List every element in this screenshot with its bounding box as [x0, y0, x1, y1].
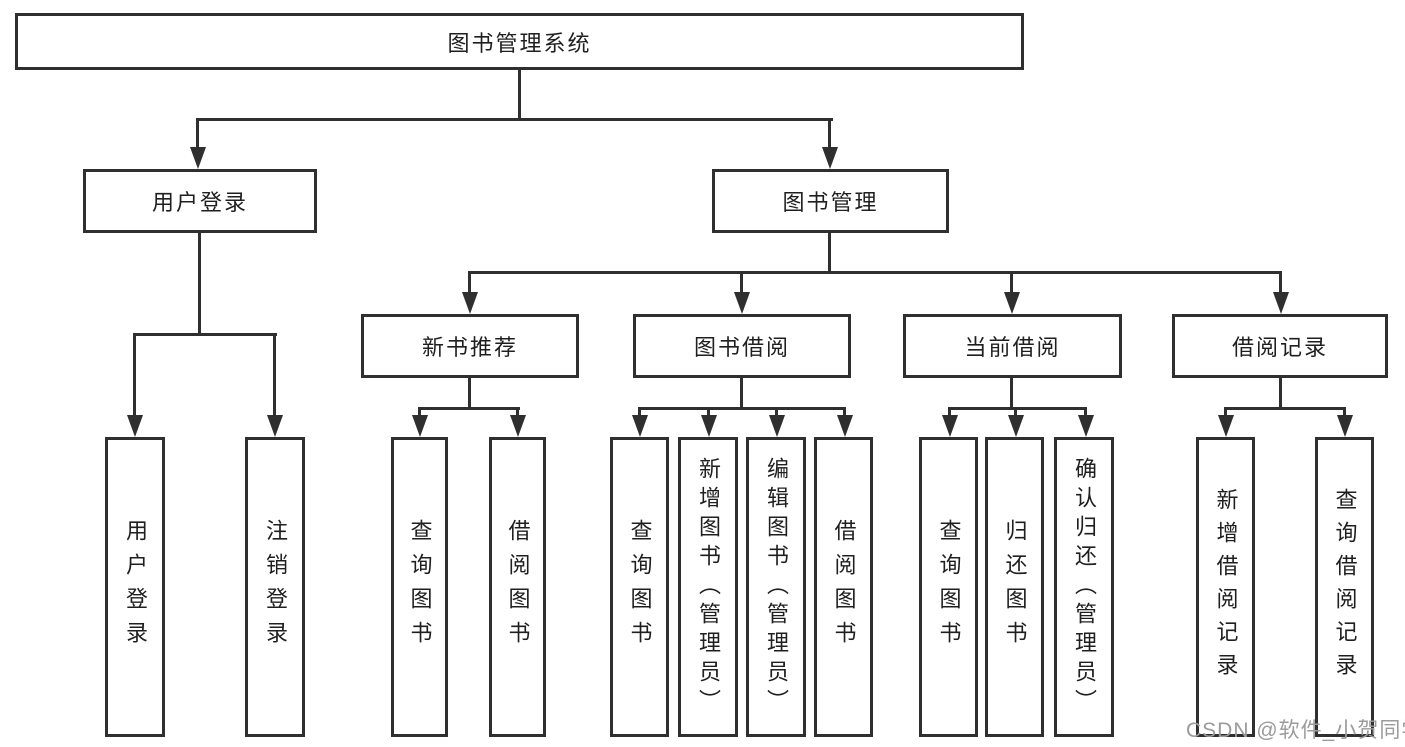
leaf-confirm-return-admin: 确认归还（管理员） [1054, 437, 1114, 737]
connector [196, 118, 199, 150]
arrow-down-icon [1004, 292, 1020, 314]
connector [516, 407, 519, 417]
leaf-label: 注销登录 [263, 519, 288, 655]
leaf-label: 查询图书 [407, 519, 433, 655]
leaf-query-books-recommend: 查询图书 [391, 437, 448, 737]
leaf-add-borrow-record: 新增借阅记录 [1196, 437, 1255, 737]
node-book-borrow: 图书借阅 [633, 314, 851, 378]
leaf-label: 确认归还（管理员） [1072, 456, 1097, 718]
connector [518, 70, 521, 120]
connector [198, 233, 201, 336]
csdn-watermark: CSDN @软件_小贺同学 [1186, 719, 1405, 742]
arrow-down-icon [942, 415, 958, 437]
connector [1224, 407, 1346, 410]
arrow-down-icon [267, 415, 283, 437]
node-label: 当前借阅 [964, 335, 1061, 360]
arrow-down-icon [734, 292, 750, 314]
node-label: 图书借阅 [693, 335, 790, 360]
connector [638, 407, 641, 417]
arrow-down-icon [1078, 415, 1094, 437]
arrow-down-icon [1008, 415, 1024, 437]
node-user-login-label: 用户登录 [151, 190, 248, 215]
connector [1224, 407, 1227, 417]
connector [133, 333, 136, 415]
leaf-add-books-admin: 新增图书（管理员） [678, 437, 738, 737]
leaf-label: 借阅图书 [831, 519, 857, 655]
node-new-book-recommend: 新书推荐 [361, 314, 579, 378]
arrow-down-icon [1273, 292, 1289, 314]
arrow-down-icon [1218, 415, 1234, 437]
node-label: 借阅记录 [1231, 335, 1328, 360]
connector [418, 407, 520, 410]
leaf-query-borrow-record: 查询借阅记录 [1315, 437, 1374, 737]
node-user-login: 用户登录 [83, 169, 317, 233]
arrow-down-icon [462, 292, 478, 314]
leaf-label: 新增借阅记录 [1213, 488, 1239, 686]
arrow-down-icon [701, 415, 717, 437]
connector [740, 271, 743, 292]
leaf-query-books-borrow: 查询图书 [610, 437, 669, 737]
connector [468, 271, 1282, 274]
arrow-down-icon [632, 415, 648, 437]
leaf-label: 新增图书（管理员） [696, 456, 721, 718]
node-root: 图书管理系统 [15, 13, 1024, 70]
leaf-label: 用户登录 [123, 519, 148, 655]
leaf-query-books-current: 查询图书 [919, 437, 978, 737]
connector [1010, 378, 1013, 409]
arrow-down-icon [769, 415, 785, 437]
leaf-label: 归还图书 [1002, 519, 1028, 655]
node-label: 新书推荐 [421, 335, 518, 360]
connector [1279, 271, 1282, 292]
connector [775, 407, 778, 417]
node-book-management: 图书管理 [712, 169, 949, 233]
arrow-down-icon [190, 147, 206, 169]
connector [273, 333, 276, 415]
connector [828, 233, 831, 274]
connector [468, 271, 471, 292]
connector [468, 378, 471, 409]
connector [828, 118, 831, 150]
node-root-label: 图书管理系统 [447, 30, 592, 56]
connector [1343, 407, 1346, 417]
connector [948, 407, 1087, 410]
connector [1084, 407, 1087, 417]
connector [948, 407, 951, 417]
leaf-user-login: 用户登录 [105, 437, 165, 737]
node-current-borrow: 当前借阅 [903, 314, 1122, 378]
leaf-borrow-books: 借阅图书 [814, 437, 873, 737]
arrow-down-icon [822, 147, 838, 169]
leaf-borrow-books-recommend: 借阅图书 [489, 437, 546, 737]
leaf-label: 查询图书 [627, 519, 653, 655]
arrow-down-icon [1337, 415, 1353, 437]
node-borrow-record: 借阅记录 [1172, 314, 1388, 378]
connector [843, 407, 846, 417]
leaf-label: 借阅图书 [505, 519, 531, 655]
connector [418, 407, 421, 417]
arrow-down-icon [837, 415, 853, 437]
arrow-down-icon [127, 415, 143, 437]
connector [196, 118, 833, 121]
arrow-down-icon [412, 415, 428, 437]
leaf-label: 编辑图书（管理员） [764, 456, 789, 718]
leaf-edit-books-admin: 编辑图书（管理员） [746, 437, 806, 737]
connector [1279, 378, 1282, 409]
connector [1010, 271, 1013, 292]
connector [1014, 407, 1017, 417]
connector [133, 333, 277, 336]
node-book-management-label: 图书管理 [782, 190, 879, 215]
connector [638, 407, 846, 410]
arrow-down-icon [510, 415, 526, 437]
leaf-label: 查询图书 [936, 519, 962, 655]
connector [707, 407, 710, 417]
connector [740, 378, 743, 409]
leaf-label: 查询借阅记录 [1332, 488, 1358, 686]
leaf-return-books: 归还图书 [985, 437, 1044, 737]
leaf-logout: 注销登录 [245, 437, 305, 737]
